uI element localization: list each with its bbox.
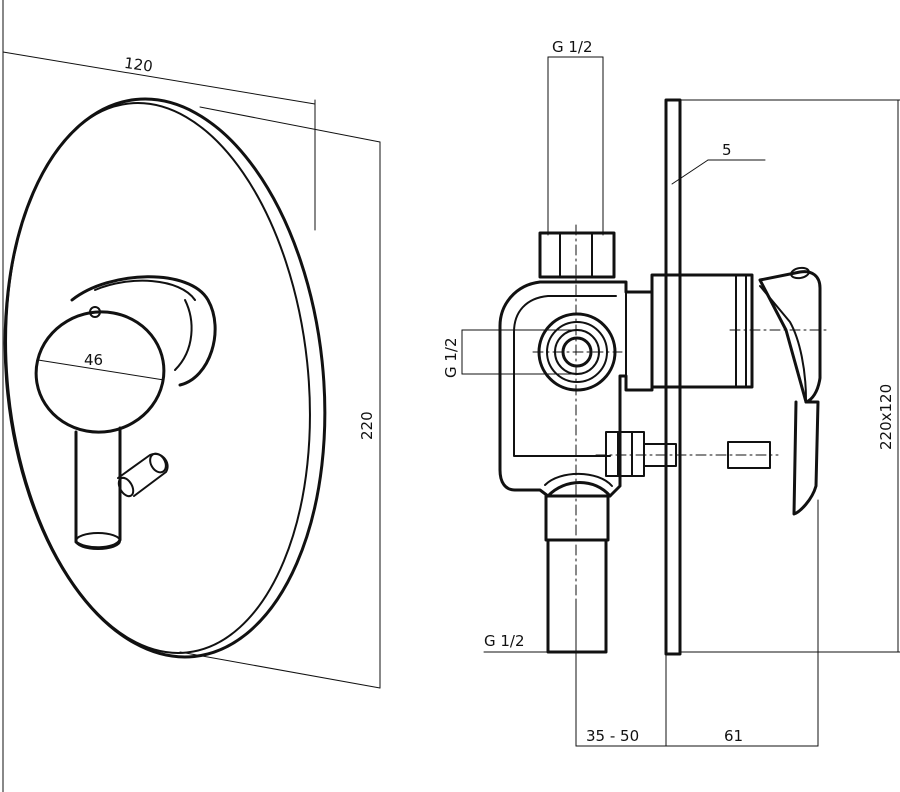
dimension-inlet-top: G 1/2 — [547, 38, 604, 236]
depth-front-label: 61 — [724, 727, 743, 745]
diverter-stem — [595, 431, 779, 477]
lever-side — [758, 266, 822, 516]
valve-body — [498, 280, 654, 498]
cartridge-housing — [650, 273, 827, 389]
inlet-side-label: G 1/2 — [442, 337, 460, 378]
top-inlet-nipple — [538, 224, 616, 746]
mixer-handle — [34, 275, 217, 550]
plate-size-label: 220x120 — [877, 384, 895, 450]
dimension-height: 220 — [179, 141, 381, 689]
dim-width-label: 120 — [123, 54, 154, 76]
dimension-inlet-side: G 1/2 — [442, 329, 579, 378]
front-view: 120 220 46 — [2, 0, 381, 792]
dimension-handle: 46 — [37, 351, 165, 381]
bottom-outlet-pipe — [544, 494, 610, 654]
dim-handle-label: 46 — [84, 351, 103, 369]
dimension-plate-size: 220x120 — [679, 99, 900, 653]
cover-plate — [3, 97, 327, 659]
dimension-outlet-bottom: G 1/2 — [483, 632, 549, 653]
dimension-plate-thickness: 5 — [671, 141, 766, 185]
plate-thickness-label: 5 — [722, 141, 732, 159]
depth-range-label: 35 - 50 — [586, 727, 639, 745]
dim-height-label: 220 — [358, 411, 376, 440]
dimension-depth: 35 - 50 61 — [575, 499, 819, 747]
dimension-width: 120 — [2, 47, 381, 231]
side-view: G 1/2 — [442, 38, 900, 747]
side-inlet — [532, 312, 623, 392]
outlet-bottom-label: G 1/2 — [484, 632, 525, 650]
wall-plate — [664, 98, 682, 656]
inlet-top-label: G 1/2 — [552, 38, 593, 56]
